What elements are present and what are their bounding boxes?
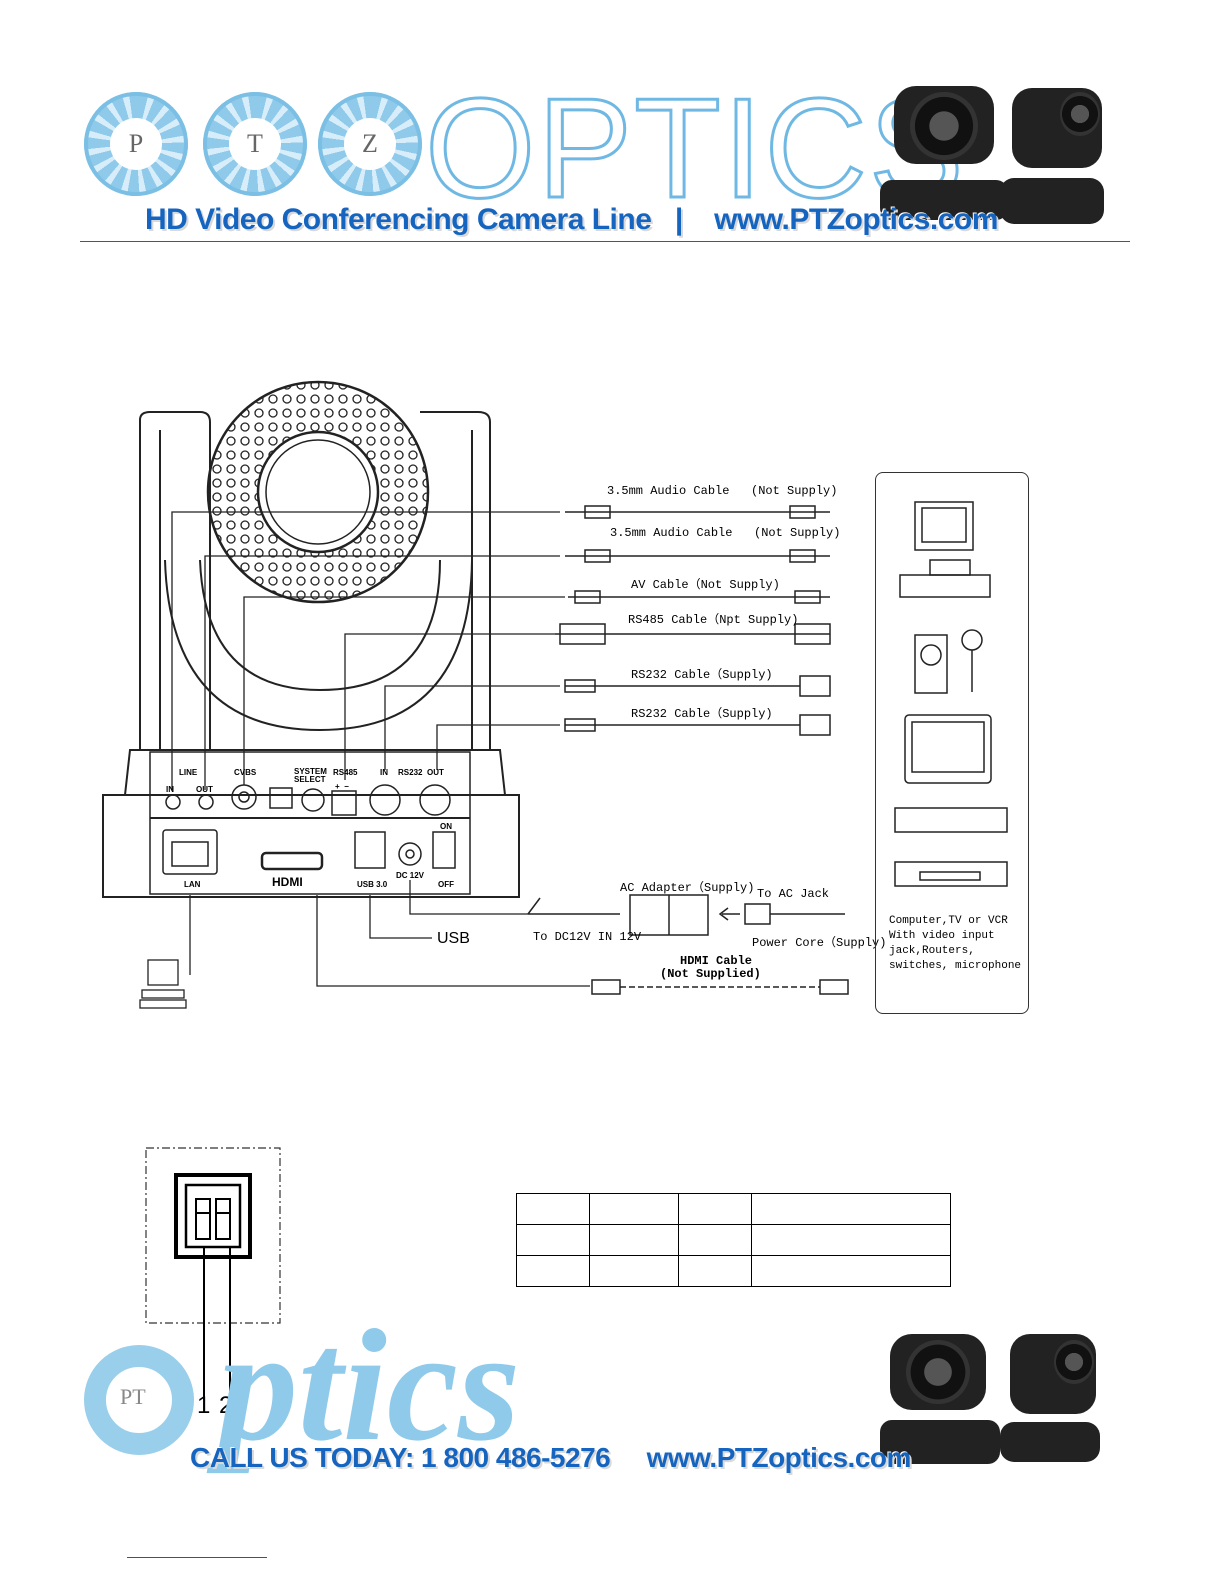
- logo-circle-z: Z: [318, 92, 422, 196]
- table-cell: [751, 1255, 951, 1287]
- table-row: [516, 1224, 951, 1256]
- port-label-on: ON: [440, 822, 452, 831]
- dip-switch-table: [516, 1193, 951, 1287]
- dip-label-1: 1: [197, 1392, 211, 1419]
- rs485-cable-label: RS485 Cable（Npt Supply): [628, 613, 799, 627]
- port-label-hdmi: HDMI: [272, 875, 303, 889]
- table-cell: [589, 1255, 679, 1287]
- connection-diagram: [102, 380, 1008, 1009]
- table-cell: [678, 1255, 752, 1287]
- port-label-rs485-polarity: + −: [335, 782, 349, 791]
- audio-cable-label-2: 3.5mm Audio Cable (Not Supply): [610, 526, 841, 540]
- footer-link-underline[interactable]: [127, 1557, 267, 1558]
- table-cell: [751, 1193, 951, 1225]
- port-label-usb30: USB 3.0: [357, 880, 388, 889]
- port-label-cvbs: CVBS: [234, 768, 257, 777]
- logo-letter-p: P: [110, 118, 162, 170]
- table-cell: [678, 1193, 752, 1225]
- ports: [162, 784, 456, 875]
- to-dc12v-label: To DC12V IN 12V: [533, 930, 642, 944]
- ac-adapter-label: AC Adapter（Supply): [620, 881, 755, 895]
- camera-yoke: [139, 411, 491, 750]
- dip-label-2: 2: [219, 1392, 233, 1419]
- logo-circle-p: P: [84, 92, 188, 196]
- port-label-rs232-out: OUT: [427, 768, 444, 777]
- port-label-rs232-in: IN: [380, 768, 388, 777]
- device-panel: [875, 472, 1029, 1014]
- to-ac-jack-label: To AC Jack: [757, 887, 830, 901]
- audio-cable-label-1: 3.5mm Audio Cable (Not Supply): [607, 484, 838, 498]
- device-panel-text: Computer,TV or VCR With video input jack…: [889, 915, 1022, 972]
- rs232-cable-label-1: RS232 Cable（Supply): [631, 668, 773, 682]
- table-cell: [516, 1193, 590, 1225]
- camera-base: [102, 749, 520, 898]
- footer-call-text: CALL US TODAY: 1 800 486-5276 www.PTZopt…: [190, 1442, 911, 1473]
- port-label-lan: LAN: [184, 880, 201, 889]
- port-label-off: OFF: [438, 880, 454, 889]
- table-cell: [516, 1224, 590, 1256]
- port-label-rs485: RS485: [333, 768, 358, 777]
- table-row: [516, 1193, 951, 1225]
- table-cell: [751, 1224, 951, 1256]
- hdmi-cable-note: (Not Supplied): [660, 967, 761, 981]
- av-cable-label: AV Cable（Not Supply): [631, 578, 780, 592]
- table-cell: [516, 1255, 590, 1287]
- port-label-dc12v: DC 12V: [396, 871, 425, 880]
- port-label-system-select: SYSTEM SELECT: [294, 767, 327, 784]
- footer-logo-word: ptics: [218, 1296, 521, 1474]
- camera-lens: [206, 380, 430, 604]
- table-cell: [589, 1193, 679, 1225]
- port-label-line: LINE: [179, 768, 198, 777]
- logo-letter-t: T: [229, 118, 281, 170]
- port-label-line-out: OUT: [196, 785, 213, 794]
- dip-switch-diagram: [145, 1147, 281, 1400]
- logo-letter-z: Z: [344, 118, 396, 170]
- device-icons: [894, 501, 1008, 887]
- port-label-rs232: RS232: [398, 768, 423, 777]
- table-cell: [589, 1224, 679, 1256]
- computer-icon: [139, 959, 187, 1009]
- rs232-cable-label-2: RS232 Cable（Supply): [631, 707, 773, 721]
- power-core-label: Power Core（Supply): [752, 936, 887, 950]
- header-tagline: HD Video Conferencing Camera Line | www.…: [145, 203, 998, 236]
- logo-circle-t: T: [203, 92, 307, 196]
- footer-logo-letters: PT: [120, 1384, 146, 1409]
- table-row: [516, 1255, 951, 1287]
- header-divider: [80, 241, 1130, 242]
- logo-word-optics: OPTICS: [424, 69, 966, 228]
- table-cell: [678, 1224, 752, 1256]
- hdmi-cable-label: HDMI Cable: [680, 954, 753, 968]
- port-label-line-in: IN: [166, 785, 174, 794]
- usb-label: USB: [437, 930, 470, 947]
- leader-lines: [171, 511, 590, 987]
- cable-graphics: [527, 505, 849, 995]
